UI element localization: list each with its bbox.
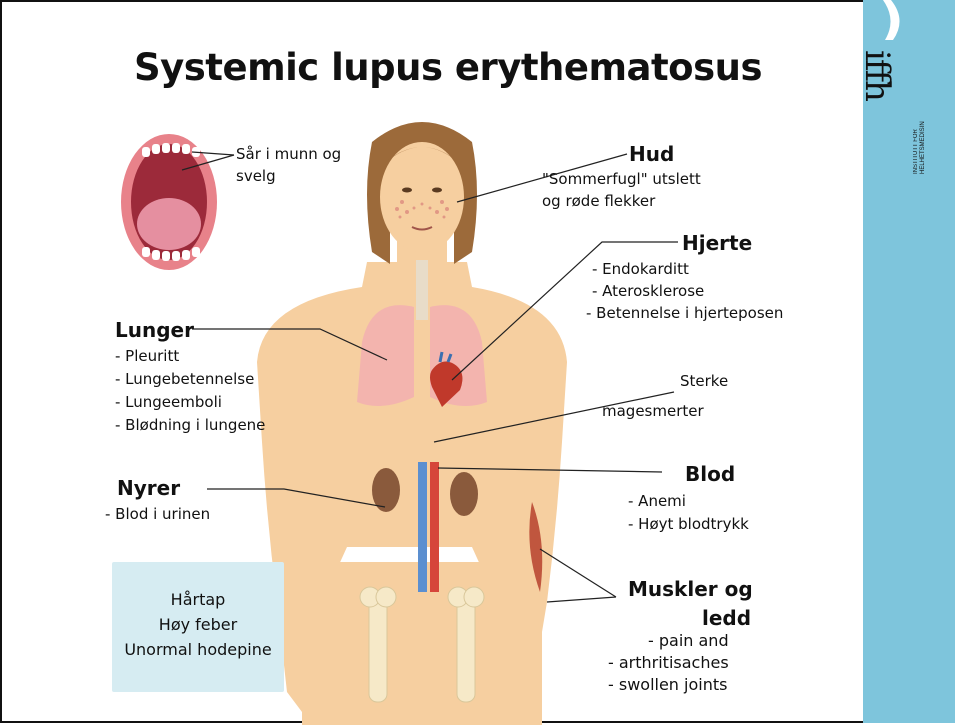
lunger-item-1: - Pleuritt: [115, 345, 179, 367]
muskler-heading-line1: Muskler og: [628, 577, 753, 601]
hjerte-heading: Hjerte: [682, 231, 752, 255]
lunger-item-4: - Blødning i lungene: [115, 414, 265, 436]
blod-item-1: - Anemi: [628, 490, 686, 512]
muskler-item-2: - arthritisaches: [608, 652, 729, 674]
general-item-1: Hårtap: [112, 587, 284, 612]
logo-wordmark: iffh: [857, 50, 897, 100]
muskler-item-1: - pain and: [648, 630, 729, 652]
nyrer-heading: Nyrer: [117, 476, 180, 500]
leader-muskler-2: [547, 597, 616, 602]
face: [380, 142, 464, 252]
general-item-3: Unormal hodepine: [112, 637, 284, 662]
lunger-item-3: - Lungeemboli: [115, 391, 222, 413]
leader-muskler-1: [540, 549, 616, 597]
general-symptoms-box: Hårtap Høy feber Unormal hodepine: [112, 562, 284, 692]
blod-item-2: - Høyt blodtrykk: [628, 513, 749, 535]
mage-line2: magesmerter: [602, 400, 704, 422]
muskler-item-3: - swollen joints: [608, 674, 727, 696]
hud-line2: og røde flekker: [542, 190, 655, 212]
hjerte-item-3: - Betennelse i hjerteposen: [586, 302, 783, 324]
general-item-2: Høy feber: [112, 612, 284, 637]
mouth-illustration: [121, 134, 217, 270]
hud-line1: "Sommerfugl" utslett: [542, 168, 701, 190]
mouth-label-line2: svelg: [236, 165, 276, 187]
vena-cava: [418, 462, 427, 592]
nyrer-item-1: - Blod i urinen: [105, 503, 210, 525]
sidebar: iffh INSTITUTT FOR HELHETSMEDISIN: [863, 0, 955, 723]
hud-heading: Hud: [629, 142, 674, 166]
hjerte-item-2: - Aterosklerose: [592, 280, 704, 302]
mouth-label-line1: Sår i munn og: [236, 143, 341, 165]
lunger-heading: Lunger: [115, 318, 194, 342]
hjerte-item-1: - Endokarditt: [592, 258, 689, 280]
aorta: [430, 462, 439, 592]
logo-subtitle: INSTITUTT FOR HELHETSMEDISIN: [913, 104, 929, 174]
slide-title: Systemic lupus erythematosus: [134, 46, 762, 89]
mage-line1: Sterke: [680, 370, 728, 392]
lunger-item-2: - Lungebetennelse: [115, 368, 254, 390]
muskler-heading-line2: ledd: [702, 606, 751, 630]
trachea: [416, 260, 428, 320]
right-kidney: [450, 472, 478, 516]
blod-heading: Blod: [685, 462, 735, 486]
